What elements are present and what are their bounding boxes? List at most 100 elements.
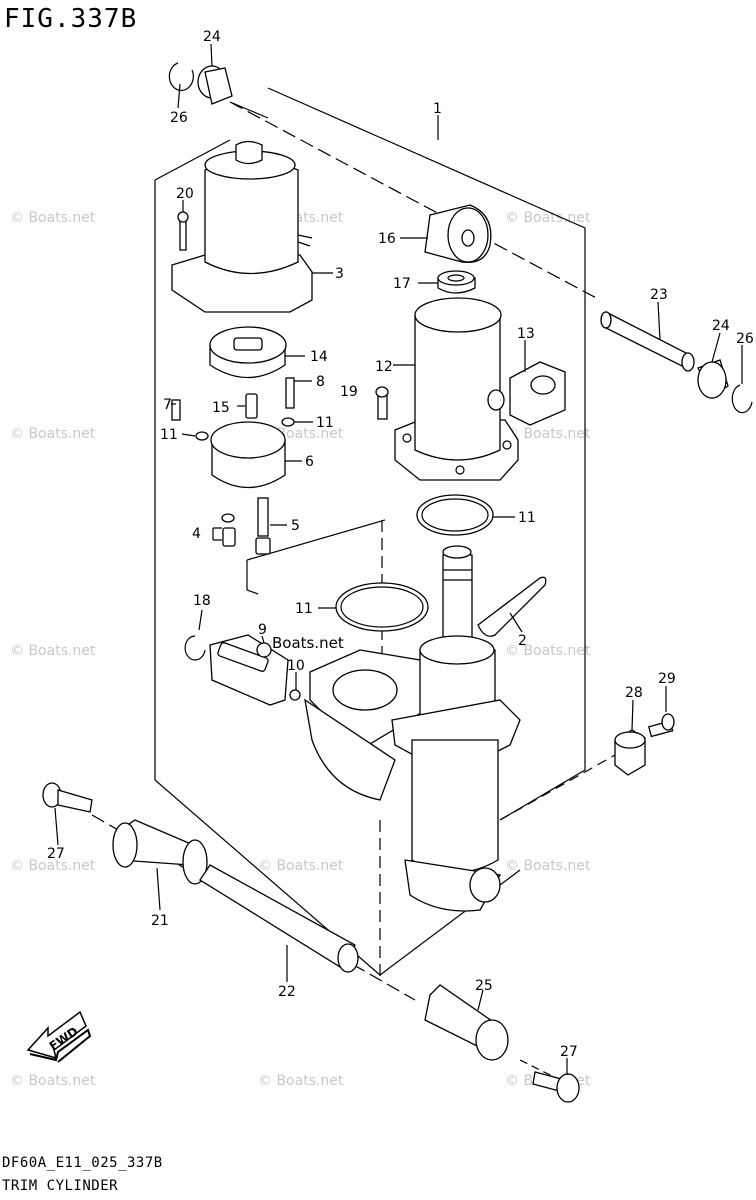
part-11-oring [281,417,295,427]
callout-11-c: 11 [518,510,536,526]
watermark: © Boats.net [10,426,96,442]
watermark: © Boats.net [10,643,96,659]
callout-8: 8 [316,374,325,390]
part-4-valve [222,527,236,547]
part-17-nut [437,270,476,294]
callout-18: 18 [193,593,211,609]
callout-28: 28 [625,685,643,701]
part-2-clamp [477,576,547,637]
part-5-spring-valve [257,497,269,537]
callout-2: 2 [518,633,527,649]
centerline-bushing [499,754,616,821]
part-26-circlip-right [731,384,753,414]
callout-29: 29 [658,671,676,687]
centerline-top-pin [229,101,601,301]
part-26-circlip-top [168,62,194,91]
callout-25: 25 [475,978,493,994]
watermark: © Boats.net [505,426,591,442]
callout-3: 3 [335,266,344,282]
assembly-outline [154,87,586,976]
fwd-arrow-icon: FWD [26,1010,92,1063]
part-11-oring-inner-2 [340,586,424,628]
callout-17: 17 [393,276,411,292]
part-9-oring [256,642,272,658]
callout-26-right: 26 [736,331,754,347]
part-22-pin [199,864,359,973]
callout-9: 9 [258,622,267,638]
callout-27-right: 27 [560,1044,578,1060]
watermark: © Boats.net [258,1073,344,1089]
callout-12: 12 [375,359,393,375]
part-29-bolt [647,713,675,738]
part-6-valve-block [210,421,286,489]
part-27-bolt-left [42,782,93,813]
part-11-oring-large [416,494,494,536]
part-23-pin [600,310,695,372]
part-24-bushing-right [697,359,729,399]
part-25-bushing [424,984,509,1061]
callout-22: 22 [278,984,296,1000]
part-3-motor [171,140,313,313]
part-13-valve [487,361,566,426]
watermark: © Boats.net [505,858,591,874]
callout-11-a: 11 [160,427,178,443]
watermark: © Boats.net [10,1073,96,1089]
callout-24-right: 24 [712,318,730,334]
callout-10: 10 [287,658,305,674]
part-10-ball [289,689,301,701]
watermark-group: © Boats.net © Boats.net © Boats.net © Bo… [10,210,591,1089]
part-7-bolt [171,399,181,421]
part-12-cylinder [394,297,519,481]
watermark: © Boats.net [505,643,591,659]
part-16-bushing [424,204,492,264]
callout-23: 23 [650,287,668,303]
part-28-bushing [614,729,646,776]
watermark: © Boats.net [258,858,344,874]
part-15-valve [245,393,258,419]
callout-20: 20 [176,186,194,202]
callout-11-b: 11 [316,415,334,431]
leader-lines [54,43,743,1075]
figure-title: FIG.337B [4,4,138,34]
leader [229,101,269,119]
part-11-oring-large-2 [335,582,429,632]
watermark-inline: Boats.net [272,634,344,652]
callout-24-top: 24 [203,29,221,45]
part-19-head [375,386,389,398]
callout-6: 6 [305,454,314,470]
watermark: © Boats.net [10,210,96,226]
callout-7: 7 [163,397,172,413]
part-20-head [177,211,189,223]
callout-5: 5 [291,518,300,534]
callout-4: 4 [192,526,201,542]
part-4-seal [221,513,235,523]
callout-1: 1 [433,101,442,117]
piston-rod [442,545,473,651]
callout-labels: 24 26 1 20 3 16 17 23 24 26 13 12 14 8 1… [47,29,754,1060]
part-21-bushing [112,819,208,885]
lower-housing [304,635,521,912]
part-4-bracket [212,527,222,541]
callout-27-left: 27 [47,846,65,862]
part-8-plug [285,377,295,409]
part-24-body [204,67,233,105]
callout-13: 13 [517,326,535,342]
callout-26-top: 26 [170,110,188,126]
callout-21: 21 [151,913,169,929]
callout-16: 16 [378,231,396,247]
part-18-circlip [184,635,206,661]
part-14-pump [209,326,287,379]
figure-code: DF60A_E11_025_337B [2,1155,163,1171]
watermark: © Boats.net [505,210,591,226]
part-11-oring [195,431,209,441]
figure-caption: TRIM CYLINDER [2,1178,119,1194]
watermark: © Boats.net [10,858,96,874]
callout-19: 19 [340,384,358,400]
callout-15: 15 [212,400,230,416]
part-11-oring-inner [421,498,489,532]
part-5-cap [255,537,271,555]
part-27-bolt-right [532,1071,580,1103]
centerline-bolt [519,1059,561,1081]
callout-14: 14 [310,349,328,365]
